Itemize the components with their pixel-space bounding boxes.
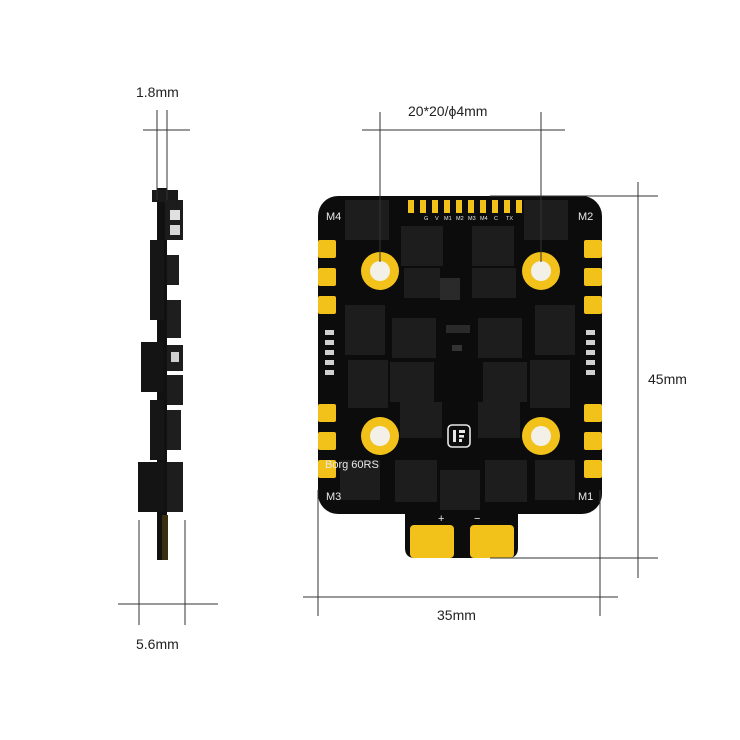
power-pad-minus	[470, 525, 514, 558]
svg-text:M2: M2	[456, 216, 464, 222]
power-pad-plus	[410, 525, 454, 558]
side-power-tab	[162, 515, 168, 560]
svg-text:M4: M4	[480, 216, 488, 222]
height-label: 45mm	[648, 371, 687, 387]
motor-label-m1: M1	[578, 491, 593, 503]
svg-text:M1: M1	[444, 216, 452, 222]
model-label: Borg 60RS	[325, 459, 379, 471]
brand-logo-icon	[447, 424, 471, 448]
top-dimension-lines	[303, 112, 658, 616]
power-plus-label: +	[438, 513, 444, 525]
board-thickness-label: 1.8mm	[136, 84, 179, 100]
power-minus-label: −	[474, 513, 480, 525]
mounting-holes	[361, 252, 560, 455]
side-view	[138, 188, 183, 560]
top-view: M4 M2 M3 M1 Borg 60RS + − G V M1 M2 M3 M…	[318, 196, 602, 558]
motor-pads-right	[584, 240, 602, 478]
side-thickness-label: 5.6mm	[136, 636, 179, 652]
mount-pattern-label: 20*20/ϕ4mm	[408, 103, 488, 119]
svg-text:TX: TX	[506, 216, 513, 222]
header-pins	[408, 200, 522, 213]
width-label: 35mm	[437, 607, 476, 623]
svg-text:V: V	[435, 216, 439, 222]
mcu-chip	[440, 278, 460, 300]
motor-label-m3: M3	[326, 491, 341, 503]
header-pin-labels: G V M1 M2 M3 M4 C TX	[424, 216, 513, 222]
motor-pads-left	[318, 240, 336, 478]
motor-label-m2: M2	[578, 211, 593, 223]
svg-text:C: C	[494, 216, 498, 222]
svg-text:M3: M3	[468, 216, 476, 222]
svg-text:G: G	[424, 216, 428, 222]
mosfet-array	[340, 200, 575, 510]
motor-label-m4: M4	[326, 211, 341, 223]
side-dimension-lines	[118, 110, 218, 625]
